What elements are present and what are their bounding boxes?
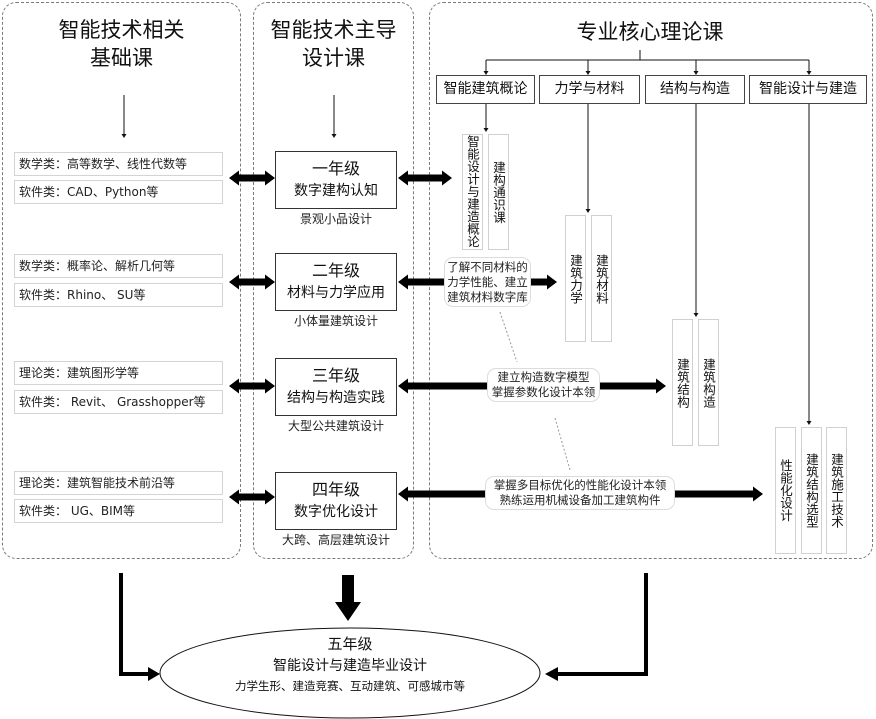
year-label: 一年级: [311, 159, 360, 178]
design-theory-arrow-1: [398, 170, 452, 186]
project-label: 大跨、高层建筑设计: [281, 533, 390, 547]
design-arrow-2-left: [398, 274, 444, 290]
goal-callout-year-4: 掌握多目标优化的性能化设计本领 熟练运用机械设备加工建筑构件: [485, 476, 675, 510]
graduation-block: 五年级 智能设计与建造毕业设计 力学生形、建造竞赛、互动建筑、可感城市等: [180, 633, 520, 695]
graduation-ellipse: [159, 627, 541, 719]
year-3-box: 三年级 结构与构造实践: [275, 358, 397, 416]
theory-arrow-3-right: [600, 378, 666, 394]
theory-course-box: 建构通识课: [488, 134, 509, 250]
foundation-item: 数学类：概率论、解析几何等: [14, 254, 223, 278]
foundation-design-arrow-4: [229, 489, 275, 505]
theory-branch-arrow-1-head: [483, 71, 489, 75]
theory-course-box: 建筑结构: [672, 319, 693, 446]
foundation-title-line-1: 智能技术相关: [58, 18, 185, 42]
goal-line: 建立构造数字模型: [497, 370, 590, 384]
project-label: 小体量建筑设计: [293, 314, 378, 328]
graduation-year: 五年级: [327, 635, 373, 653]
year-1-box: 一年级 数字建构认知: [275, 151, 397, 209]
goal-line: 建筑材料数字库: [447, 289, 528, 304]
theory-course-label: 建筑材料: [594, 253, 609, 304]
theory-course-box: 建筑力学: [565, 215, 586, 342]
foundation-item: 软件类：CAD、Python等: [14, 180, 223, 204]
theory-course-label: 建筑构造: [701, 357, 716, 408]
category-intelligent-architecture: 智能建筑概论: [436, 75, 535, 104]
goal-line: 熟练运用机械设备加工建筑构件: [499, 493, 661, 507]
foundation-to-graduation-line: [119, 573, 150, 676]
year-label: 四年级: [311, 480, 360, 499]
theory-course-box: 建筑材料: [591, 215, 612, 342]
foundation-title-line-2: 基础课: [90, 46, 153, 70]
theory-arrow-2-right: [531, 274, 557, 290]
goal-link-dotted-2: [554, 417, 571, 471]
category-1-down-arrow-head: [483, 128, 489, 132]
foundation-item: 软件类：Rhino、 SU等: [14, 283, 223, 307]
foundation-item: 理论类：建筑智能技术前沿等: [14, 471, 223, 495]
category-2-down-arrow-head: [585, 209, 591, 213]
goal-line: 掌握参数化设计本领: [491, 385, 596, 399]
course-label: 材料与力学应用: [287, 285, 385, 301]
theory-branch-arrow-3-head: [693, 71, 699, 75]
foundation-item: 理论类：建筑图形学等: [14, 361, 223, 385]
theory-to-graduation-line: [556, 573, 648, 676]
design-down-arrow-head: [331, 134, 337, 138]
year-4-box: 四年级 数字优化设计: [275, 472, 397, 530]
theory-branch-arrow-2-head: [585, 71, 591, 75]
foundation-design-arrow-3: [229, 378, 275, 394]
category-3-down-arrow-head: [693, 313, 699, 317]
theory-course-box: 智能设计与建造概论: [462, 134, 483, 250]
theory-course-label: 建筑施工技术: [829, 453, 844, 528]
foundation-design-arrow-2: [229, 274, 275, 290]
design-title-line-2: 设计课: [302, 46, 365, 70]
design-title-line-1: 智能技术主导: [270, 18, 397, 42]
theory-course-label: 建筑力学: [568, 253, 583, 304]
design-arrow-3-left: [398, 378, 487, 394]
course-label: 数字优化设计: [294, 504, 378, 520]
category-mechanics-materials: 力学与材料: [539, 75, 640, 104]
foundation-item: 数学类：高等数学、线性代数等: [14, 152, 223, 176]
foundation-item: 软件类： UG、BIM等: [14, 499, 223, 523]
theory-title: 专业核心理论课: [576, 20, 724, 44]
year-label: 二年级: [311, 261, 360, 280]
course-label: 结构与构造实践: [287, 390, 385, 406]
foundation-item: 软件类： Revit、 Grasshopper等: [14, 390, 223, 414]
course-label: 数字建构认知: [294, 183, 378, 199]
category-intelligent-design-build: 智能设计与建造: [749, 75, 867, 104]
foundation-to-graduation-head: [148, 667, 160, 681]
theory-course-label: 智能设计与建造概论: [465, 135, 480, 248]
category-structure-construction: 结构与构造: [645, 75, 745, 104]
year-label: 三年级: [311, 366, 360, 385]
goal-line: 力学性能、建立: [447, 274, 528, 289]
design-title: 智能技术主导 设计课: [253, 16, 414, 72]
theory-course-box: 建筑施工技术: [826, 427, 847, 554]
theory-course-box: 建筑结构选型: [801, 427, 822, 554]
design-arrow-4-left: [398, 486, 485, 502]
goal-link-dotted-1: [499, 311, 518, 363]
theory-course-label: 建筑结构: [675, 357, 690, 408]
theory-course-box: 性能化设计: [775, 427, 796, 554]
project-label: 景观小品设计: [299, 212, 372, 226]
goal-callout-year-2: 了解不同材料的 力学性能、建立 建筑材料数字库: [444, 257, 531, 307]
theory-to-graduation-head: [545, 667, 558, 681]
theory-course-label: 建筑结构选型: [804, 453, 819, 528]
goal-callout-year-3: 建立构造数字模型 掌握参数化设计本领: [487, 368, 600, 402]
goal-line: 了解不同材料的: [447, 259, 528, 274]
graduation-course: 智能设计与建造毕业设计: [273, 658, 427, 674]
theory-course-label: 建构通识课: [491, 160, 506, 224]
foundation-design-arrow-1: [229, 170, 275, 186]
design-to-graduation-arrow: [335, 575, 361, 621]
year-2-box: 二年级 材料与力学应用: [275, 253, 397, 311]
category-4-down-arrow-head: [806, 421, 812, 425]
goal-line: 掌握多目标优化的性能化设计本领: [493, 478, 667, 492]
graduation-topics: 力学生形、建造竞赛、互动建筑、可感城市等: [235, 679, 465, 693]
theory-arrow-4-right: [675, 486, 763, 502]
theory-branch-arrow-4-head: [806, 71, 812, 75]
project-label: 大型公共建筑设计: [287, 419, 384, 433]
foundation-title: 智能技术相关 基础课: [2, 16, 241, 72]
foundation-down-arrow-head: [121, 134, 127, 138]
theory-course-label: 性能化设计: [778, 459, 793, 522]
theory-course-box: 建筑构造: [698, 319, 719, 446]
